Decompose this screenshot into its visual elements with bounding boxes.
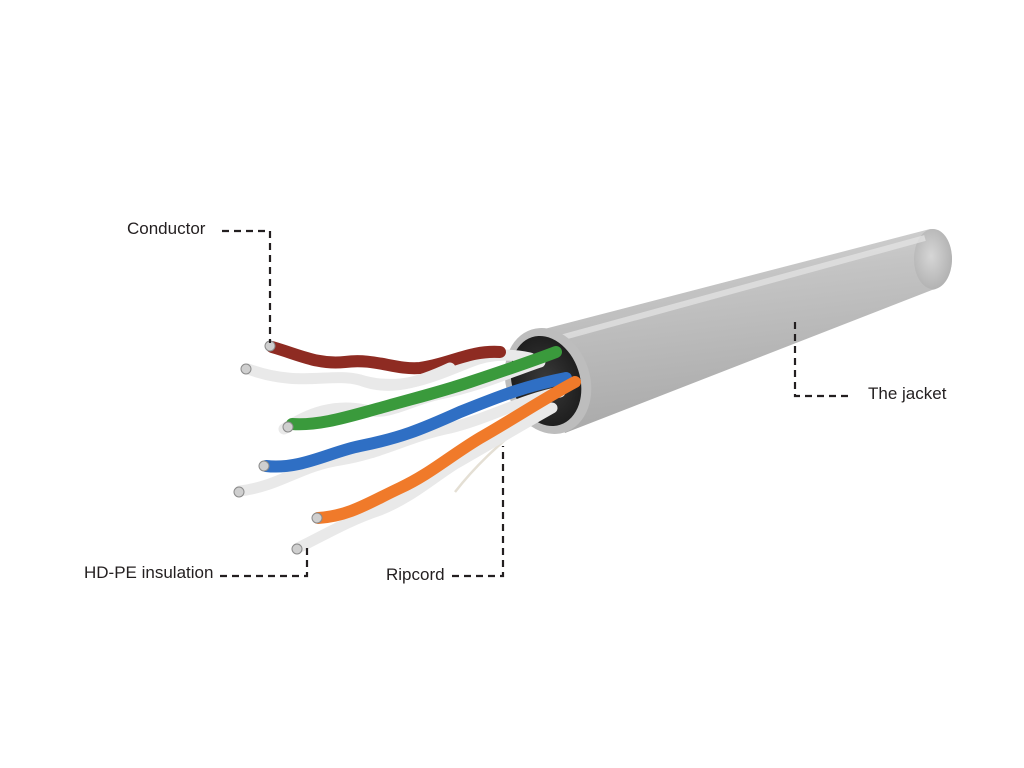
conductor-leader	[222, 229, 272, 343]
conductor-label: Conductor	[127, 219, 206, 238]
jacket-leader	[793, 322, 852, 398]
insulation-leader	[220, 545, 309, 578]
brown-twisted-pair	[242, 341, 536, 391]
ripcord-label: Ripcord	[386, 565, 445, 584]
ripcord-leader	[452, 446, 505, 578]
insulation-label: HD-PE insulation	[84, 563, 214, 582]
conductor-tips	[233, 340, 323, 555]
jacket-label: The jacket	[868, 384, 947, 403]
jacket	[504, 229, 952, 434]
blue-twisted-pair	[234, 372, 572, 497]
green-twisted-pair	[278, 346, 562, 435]
orange-twisted-pair	[292, 376, 581, 554]
